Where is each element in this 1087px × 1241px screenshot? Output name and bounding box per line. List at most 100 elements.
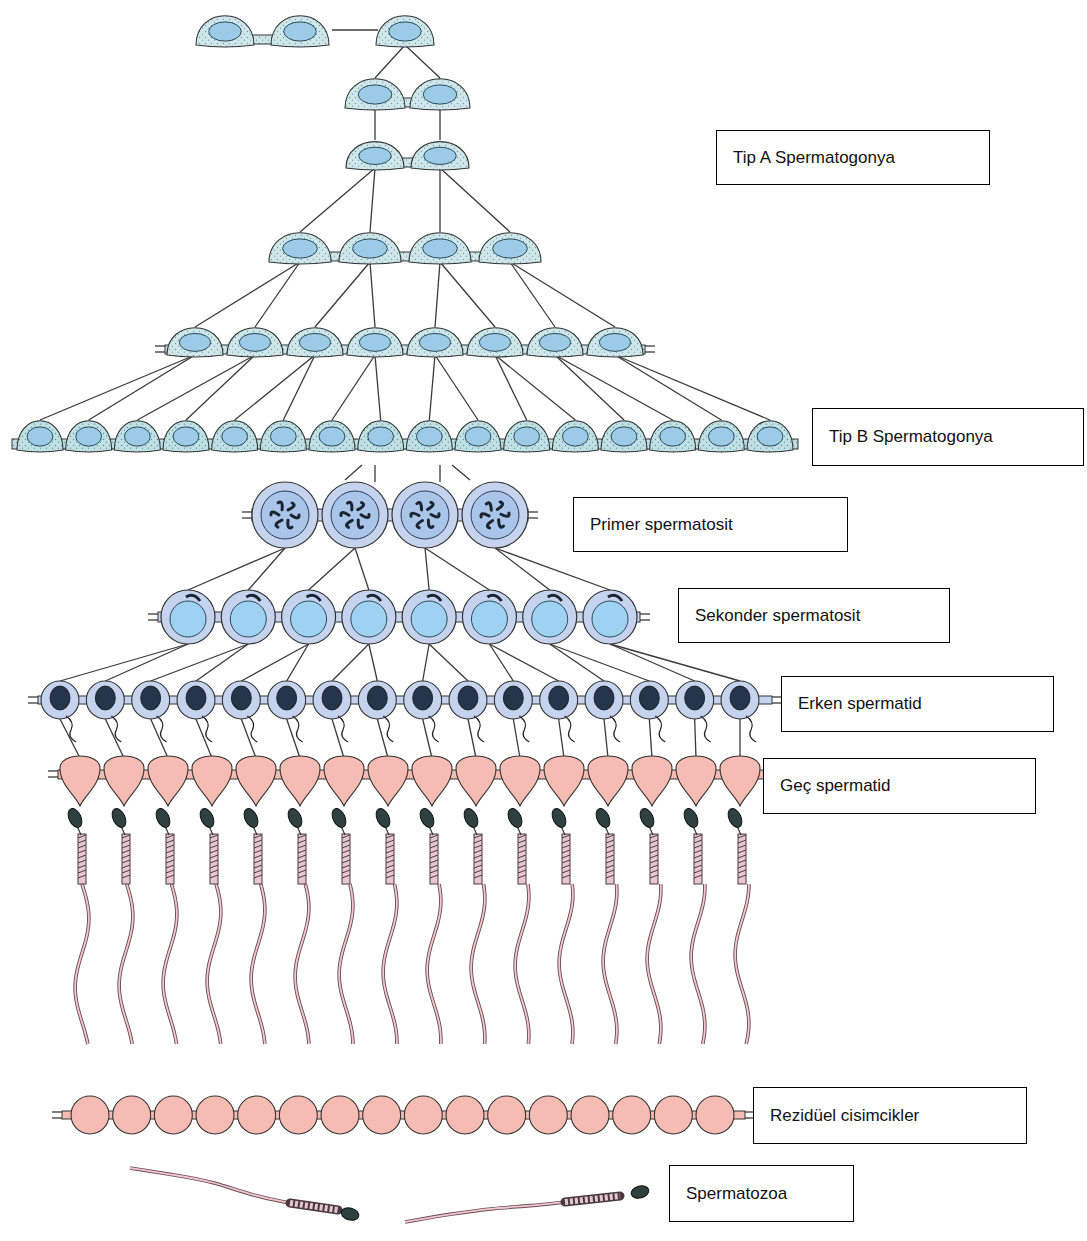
acrosome-cap — [186, 595, 200, 601]
late-spermatid — [104, 756, 144, 806]
label-box: Geç spermatid — [763, 758, 1036, 814]
lineage-line — [28, 696, 38, 697]
midpiece-coil — [430, 850, 438, 853]
lineage-line — [60, 719, 80, 758]
bridge-band — [300, 252, 510, 261]
cell-nucleus — [708, 427, 734, 446]
residual-body — [571, 1096, 609, 1134]
midpiece-coil — [650, 860, 658, 863]
sperm-tail — [735, 884, 749, 1044]
midpiece-coil — [342, 835, 350, 838]
spermatid-tail — [610, 716, 620, 742]
residual-body — [654, 1096, 692, 1134]
midpiece-coil — [518, 865, 526, 868]
spermatogonium-cell — [17, 421, 63, 452]
lineage-line — [155, 351, 165, 352]
spermatid-tail — [111, 716, 121, 742]
cell-nucleus — [239, 333, 270, 351]
acrosome-cap — [427, 595, 441, 601]
chromosome — [341, 513, 349, 516]
sperm-midpiece — [562, 834, 570, 884]
sperm-tail — [691, 884, 705, 1044]
chromosome — [428, 502, 434, 509]
residual-body — [321, 1096, 359, 1134]
midpiece-coil — [738, 875, 746, 878]
spermatogonium-cell — [587, 328, 643, 357]
midpiece-coil — [430, 835, 438, 838]
cell-nucleus — [76, 427, 102, 446]
sperm-tail — [130, 1168, 290, 1203]
lineage-line — [48, 770, 58, 771]
midpiece-coil — [738, 850, 746, 853]
lineage-line — [332, 644, 369, 681]
spermatogonium-cell — [339, 233, 401, 264]
midpiece-coil — [562, 855, 570, 858]
midpiece-coil — [298, 865, 306, 868]
cell-nucleus — [173, 427, 199, 446]
spermatid-nucleus — [322, 686, 342, 710]
spermatid-nucleus — [503, 686, 523, 710]
spermatid-nucleus — [95, 686, 115, 710]
label-text: Erken spermatid — [798, 694, 922, 714]
sperm-tail — [251, 884, 265, 1044]
spermatogonium-cell — [504, 421, 550, 452]
midpiece-coil — [694, 835, 702, 838]
lineage-line — [375, 355, 381, 420]
spermatogonium-cell — [411, 142, 469, 170]
midpiece-coil — [122, 870, 130, 873]
midpiece-coil — [606, 840, 614, 843]
midpiece-coil — [78, 840, 86, 843]
cell-nucleus — [493, 239, 528, 258]
lineage-line — [332, 719, 344, 758]
late-spermatid — [720, 756, 760, 806]
residual-body — [404, 1096, 442, 1134]
secondary-spermatocyte — [523, 590, 577, 644]
spermatid-tail — [383, 716, 393, 742]
late-spermatid — [456, 756, 496, 806]
midpiece-coil — [122, 850, 130, 853]
lineage-line — [429, 355, 435, 420]
spermatogonium-cell — [287, 328, 343, 357]
chromosome — [348, 502, 352, 510]
lineage-line — [640, 613, 650, 614]
spermatid-nucleus — [685, 686, 705, 710]
lineage-line — [374, 108, 375, 140]
label-box: Sekonder spermatosit — [678, 588, 950, 643]
midpiece-coil — [430, 840, 438, 843]
late-spermatid — [60, 756, 100, 806]
midpiece-coil — [122, 875, 130, 878]
sperm-head — [593, 806, 612, 829]
acrosome-cap — [246, 595, 260, 601]
lineage-line — [649, 719, 652, 758]
sperm-midpiece — [650, 834, 658, 884]
early-spermatid — [449, 681, 487, 719]
sperm-tail — [163, 884, 177, 1044]
midpiece-coil — [254, 850, 262, 853]
midpiece-coil — [210, 855, 218, 858]
lineage-line — [495, 355, 575, 420]
early-spermatid — [676, 681, 714, 719]
residual-body — [154, 1096, 192, 1134]
cell-nucleus — [419, 333, 450, 351]
secondary-spermatocyte — [221, 590, 275, 644]
lineage-line — [48, 776, 58, 777]
cell-nucleus — [124, 427, 150, 446]
lineage-line — [440, 262, 495, 327]
midpiece-coil — [342, 865, 350, 868]
cell-nucleus — [368, 427, 394, 446]
sperm-midpiece — [298, 834, 306, 884]
chromosome — [431, 514, 439, 517]
midpiece-coil — [342, 875, 350, 878]
lineage-line — [739, 719, 740, 758]
early-spermatid — [86, 681, 124, 719]
sperm-midpiece — [694, 834, 702, 884]
secondary-spermatocyte — [462, 590, 516, 644]
midpiece-coil — [342, 850, 350, 853]
sperm-tail — [405, 1202, 565, 1222]
spermatid-nucleus — [549, 686, 569, 710]
spermatid-nucleus — [231, 686, 251, 710]
early-spermatid — [404, 681, 442, 719]
secondary-spermatocyte — [282, 590, 336, 644]
sperm-head — [637, 806, 656, 829]
sperm-midpiece — [210, 834, 218, 884]
